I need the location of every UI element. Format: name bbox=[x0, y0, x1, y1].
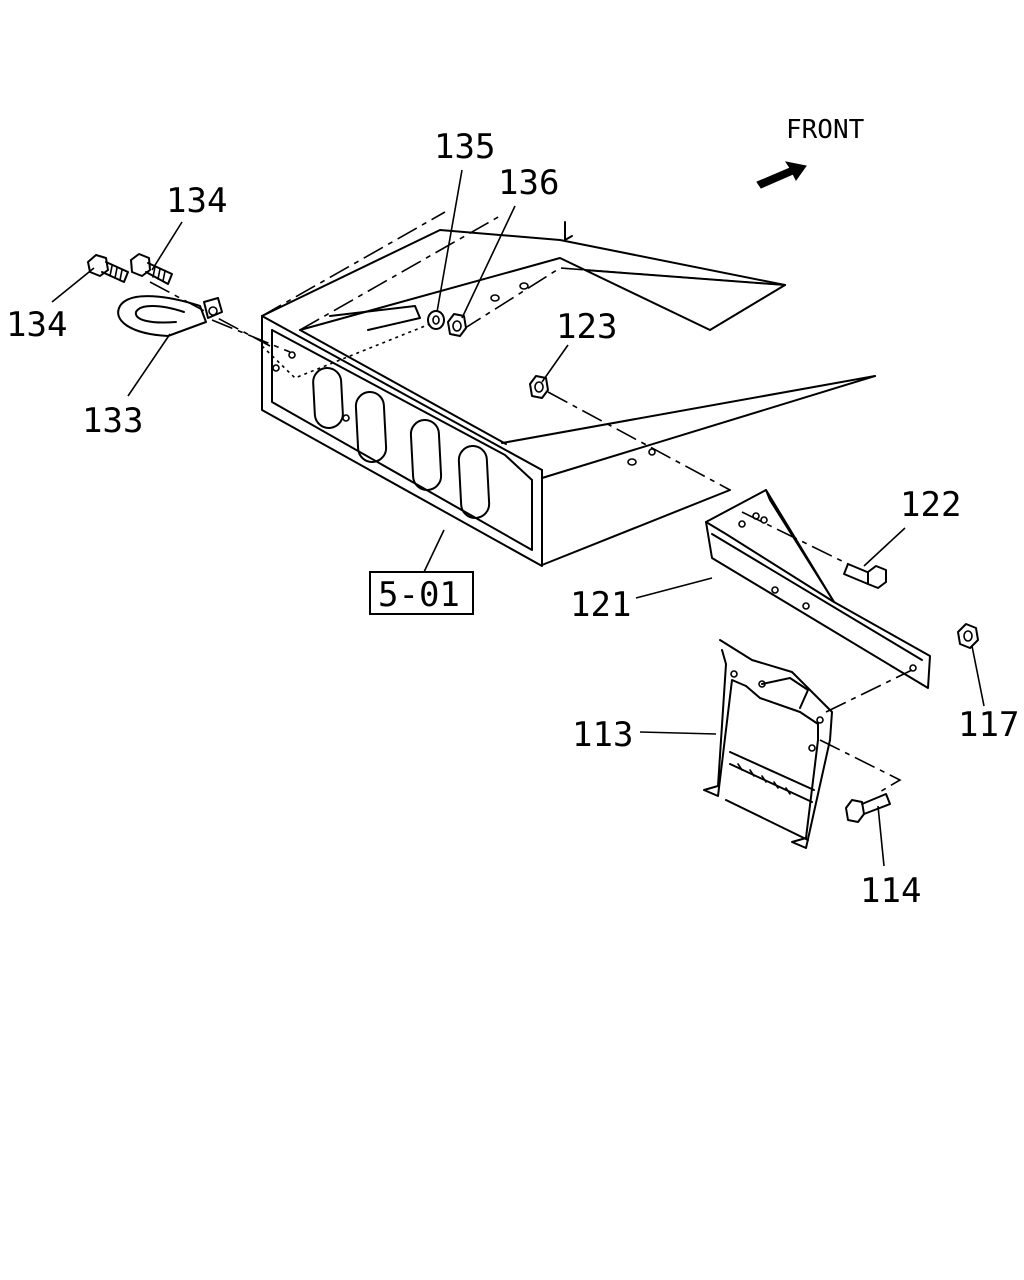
washer-135 bbox=[427, 310, 445, 330]
reference-label: 5-01 bbox=[378, 575, 460, 615]
front-direction: FRONT bbox=[756, 115, 865, 189]
reference-box-frame bbox=[369, 571, 474, 615]
bolt-134-left bbox=[87, 254, 129, 283]
nut-117 bbox=[957, 623, 979, 649]
callout-135: 135 bbox=[434, 127, 495, 167]
front-label: FRONT bbox=[786, 115, 865, 145]
callout-122: 122 bbox=[900, 485, 961, 525]
bolt-122 bbox=[843, 563, 887, 589]
callouts: 134 134 133 135 136 123 122 121 117 113 … bbox=[6, 127, 1019, 911]
nut-123 bbox=[529, 375, 549, 399]
bolt-134-top bbox=[130, 253, 173, 285]
bracket-121 bbox=[705, 489, 931, 689]
callout-136: 136 bbox=[498, 163, 559, 203]
bolt-114 bbox=[845, 793, 891, 823]
stand-113 bbox=[703, 639, 833, 849]
nut-136 bbox=[447, 313, 467, 337]
reference-box-5-01: 5-01 bbox=[369, 571, 474, 615]
leader-lines bbox=[51, 169, 985, 867]
tow-hook-133 bbox=[117, 295, 223, 337]
front-arrow-icon bbox=[756, 161, 807, 189]
callout-121: 121 bbox=[570, 585, 631, 625]
callout-114: 114 bbox=[860, 871, 921, 911]
callout-134-left: 134 bbox=[6, 305, 67, 345]
callout-117: 117 bbox=[958, 705, 1019, 745]
rear-cross-member bbox=[261, 229, 711, 567]
callout-133: 133 bbox=[82, 401, 143, 441]
callout-134-top: 134 bbox=[166, 181, 227, 221]
callout-113: 113 bbox=[572, 715, 633, 755]
callout-123: 123 bbox=[556, 307, 617, 347]
frame-rails bbox=[261, 211, 876, 566]
